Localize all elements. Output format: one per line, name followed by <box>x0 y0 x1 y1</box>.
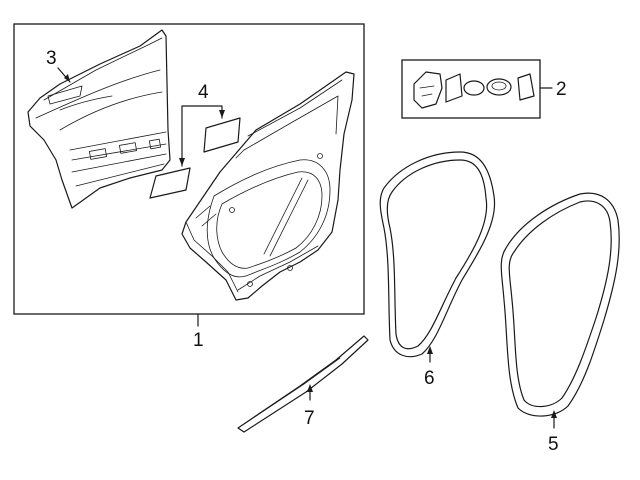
callout-4: 4 <box>179 82 225 167</box>
hardware-kit-box[interactable] <box>401 59 541 119</box>
body-weatherstrip[interactable] <box>379 151 496 358</box>
door-weatherstrip[interactable] <box>500 192 620 417</box>
door-assembly-frame <box>13 23 365 315</box>
callout-4-label: 4 <box>198 82 209 103</box>
sound-pad-upper[interactable] <box>203 117 241 153</box>
callout-2-label: 2 <box>556 79 567 100</box>
callout-3: 3 <box>46 48 71 83</box>
callout-3-label: 3 <box>46 48 57 69</box>
callout-5-label: 5 <box>548 434 559 455</box>
callout-7: 7 <box>304 384 315 429</box>
callout-1-label: 1 <box>193 330 204 351</box>
callout-6-label: 6 <box>424 368 435 389</box>
door-inner-frame[interactable] <box>181 71 355 301</box>
callout-6: 6 <box>424 346 435 389</box>
callout-2: 2 <box>539 79 567 100</box>
sound-pad-lower[interactable] <box>149 167 191 199</box>
callout-5: 5 <box>548 410 559 455</box>
callout-7-label: 7 <box>304 408 315 429</box>
outer-door-panel[interactable] <box>27 29 171 209</box>
callout-1: 1 <box>193 313 204 351</box>
lower-seal-strip[interactable] <box>237 335 369 433</box>
